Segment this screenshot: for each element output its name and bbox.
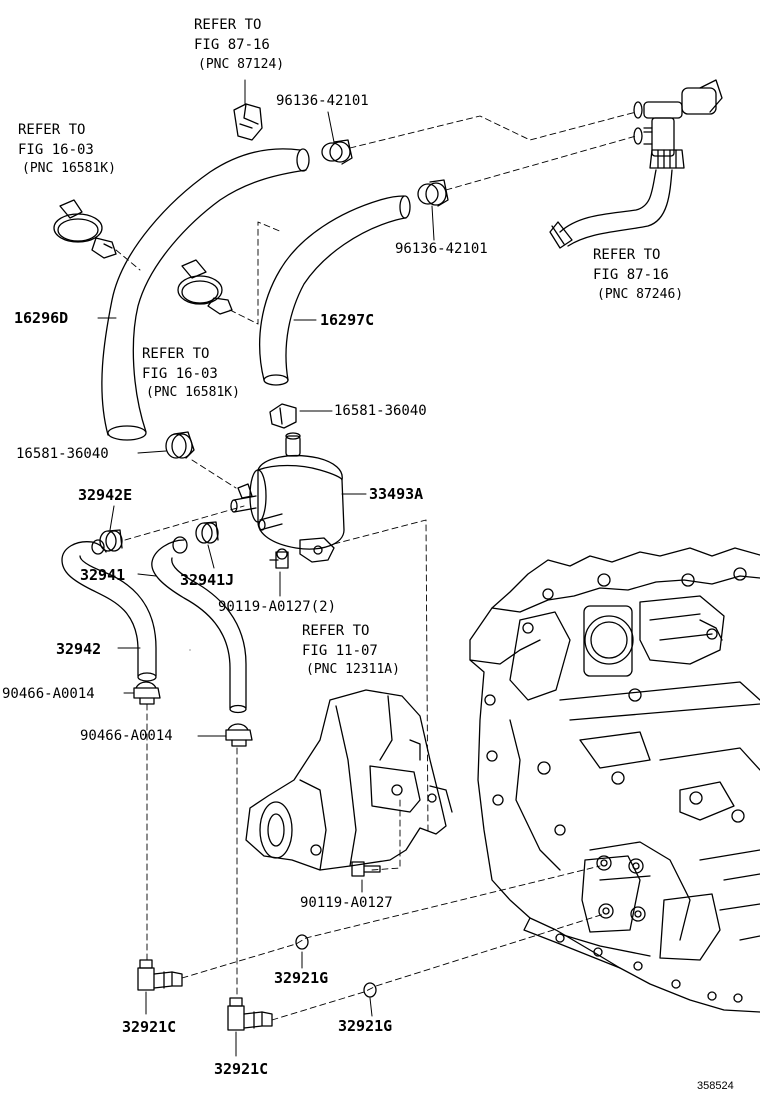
ref-16581k-mid-line2: FIG 16-03 [142,366,218,382]
bolt-90119-drawing [351,861,381,877]
ref-12311a-line1: REFER TO [302,623,370,639]
part-label-16581-36040-left: 16581-36040 [16,446,109,462]
part-label-90466-a0014-right: 90466-A0014 [80,728,173,744]
ref-87124-line2: FIG 87-16 [194,37,270,53]
catalog-number: 358524 [697,1080,734,1092]
oring-32921g-b-drawing [363,982,377,998]
part-label-90119-a0127-2: 90119-A0127(2) [218,599,337,615]
hose-16296d-drawing [101,148,310,441]
ref-16581k-top-line3: (PNC 16581K) [22,161,116,176]
part-label-32942: 32942 [56,640,102,658]
part-label-96136-42101-mid: 96136-42101 [395,241,488,257]
clamp-top-refer-drawing [233,103,263,141]
union-32921c-b-drawing [227,997,273,1031]
oring-32921g-a-drawing [295,934,309,950]
part-label-16297c: 16297C [320,311,375,329]
ref-87246-line2: FIG 87-16 [593,267,669,283]
ref-16581k-top-line2: FIG 16-03 [18,142,94,158]
tee-connector-drawing [633,79,723,169]
part-label-90466-a0014-left: 90466-A0014 [2,686,95,702]
clamp-96136-a-drawing [321,139,353,165]
part-label-16296d: 16296D [14,309,69,327]
clamp-32942e-drawing [99,529,123,552]
clamp-32941j-drawing [195,521,219,544]
cooler-33493a-drawing [230,432,345,569]
ref-87124-line3: (PNC 87124) [198,57,285,72]
hose-32942-drawing [61,539,157,682]
clamp-16581-b-drawing [165,431,195,459]
ref-87124-line1: REFER TO [194,17,262,33]
ref-12311a-line3: (PNC 12311A) [306,662,400,677]
part-label-96136-42101-top: 96136-42101 [276,93,369,109]
part-label-32921g-lower: 32921G [338,1017,393,1035]
hose-87246-drawing [549,169,673,249]
ref-16581k-mid-line3: (PNC 16581K) [146,385,240,400]
clamp-90466-b-drawing [225,723,253,747]
part-label-33493a: 33493A [369,485,424,503]
part-label-32921c-lower: 32921C [214,1060,269,1078]
ref-16581k-top-line1: REFER TO [18,122,86,138]
part-label-32941j: 32941J [180,571,235,589]
clamp-16581k-top-drawing [53,199,117,259]
part-label-90119-a0127: 90119-A0127 [300,895,393,911]
union-32921c-a-drawing [137,959,183,991]
ref-87246-line1: REFER TO [593,247,661,263]
clamp-90466-a-drawing [133,681,161,705]
part-label-32942e: 32942E [78,486,133,504]
part-label-32941: 32941 [80,566,126,584]
hose-16297c-drawing [259,195,411,386]
clamp-16581-a-drawing [269,403,297,429]
engine-block-drawing [469,547,760,1013]
part-label-32921g-upper: 32921G [274,969,329,987]
part-label-32921c-upper: 32921C [122,1018,177,1036]
bracket-drawing [245,689,453,871]
ref-12311a-line2: FIG 11-07 [302,643,378,659]
clamp-96136-b-drawing [417,179,449,207]
ref-87246-line3: (PNC 87246) [597,287,684,302]
part-label-16581-36040-right: 16581-36040 [334,403,427,419]
ref-16581k-mid-line1: REFER TO [142,346,210,362]
leader-lines [97,79,435,1057]
clamp-16581k-mid-drawing [177,259,233,315]
assembly-lines [115,111,637,1021]
hose-32941-drawing [151,536,247,714]
